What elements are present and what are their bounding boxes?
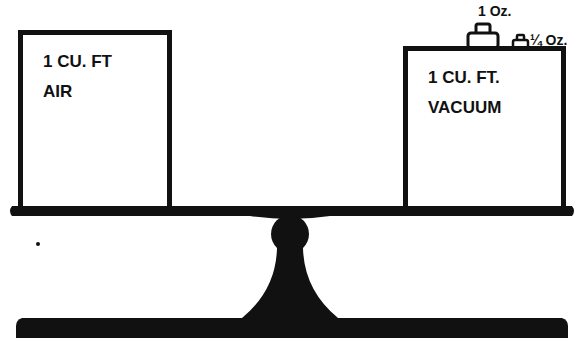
- speck: [36, 242, 40, 246]
- box-label: 1 CU. FT AIR: [43, 47, 133, 107]
- weight-label: ¼ Oz.: [530, 32, 567, 48]
- volume-box: 1 CU. FT AIR: [18, 30, 172, 211]
- box-label: 1 CU. FT. VACUUM: [428, 63, 528, 123]
- weight-label: 1 Oz.: [478, 3, 511, 19]
- stand-base: [16, 318, 568, 338]
- pivot: [271, 215, 309, 253]
- volume-box: 1 CU. FT. VACUUM: [403, 46, 566, 211]
- stand-column: [242, 248, 338, 318]
